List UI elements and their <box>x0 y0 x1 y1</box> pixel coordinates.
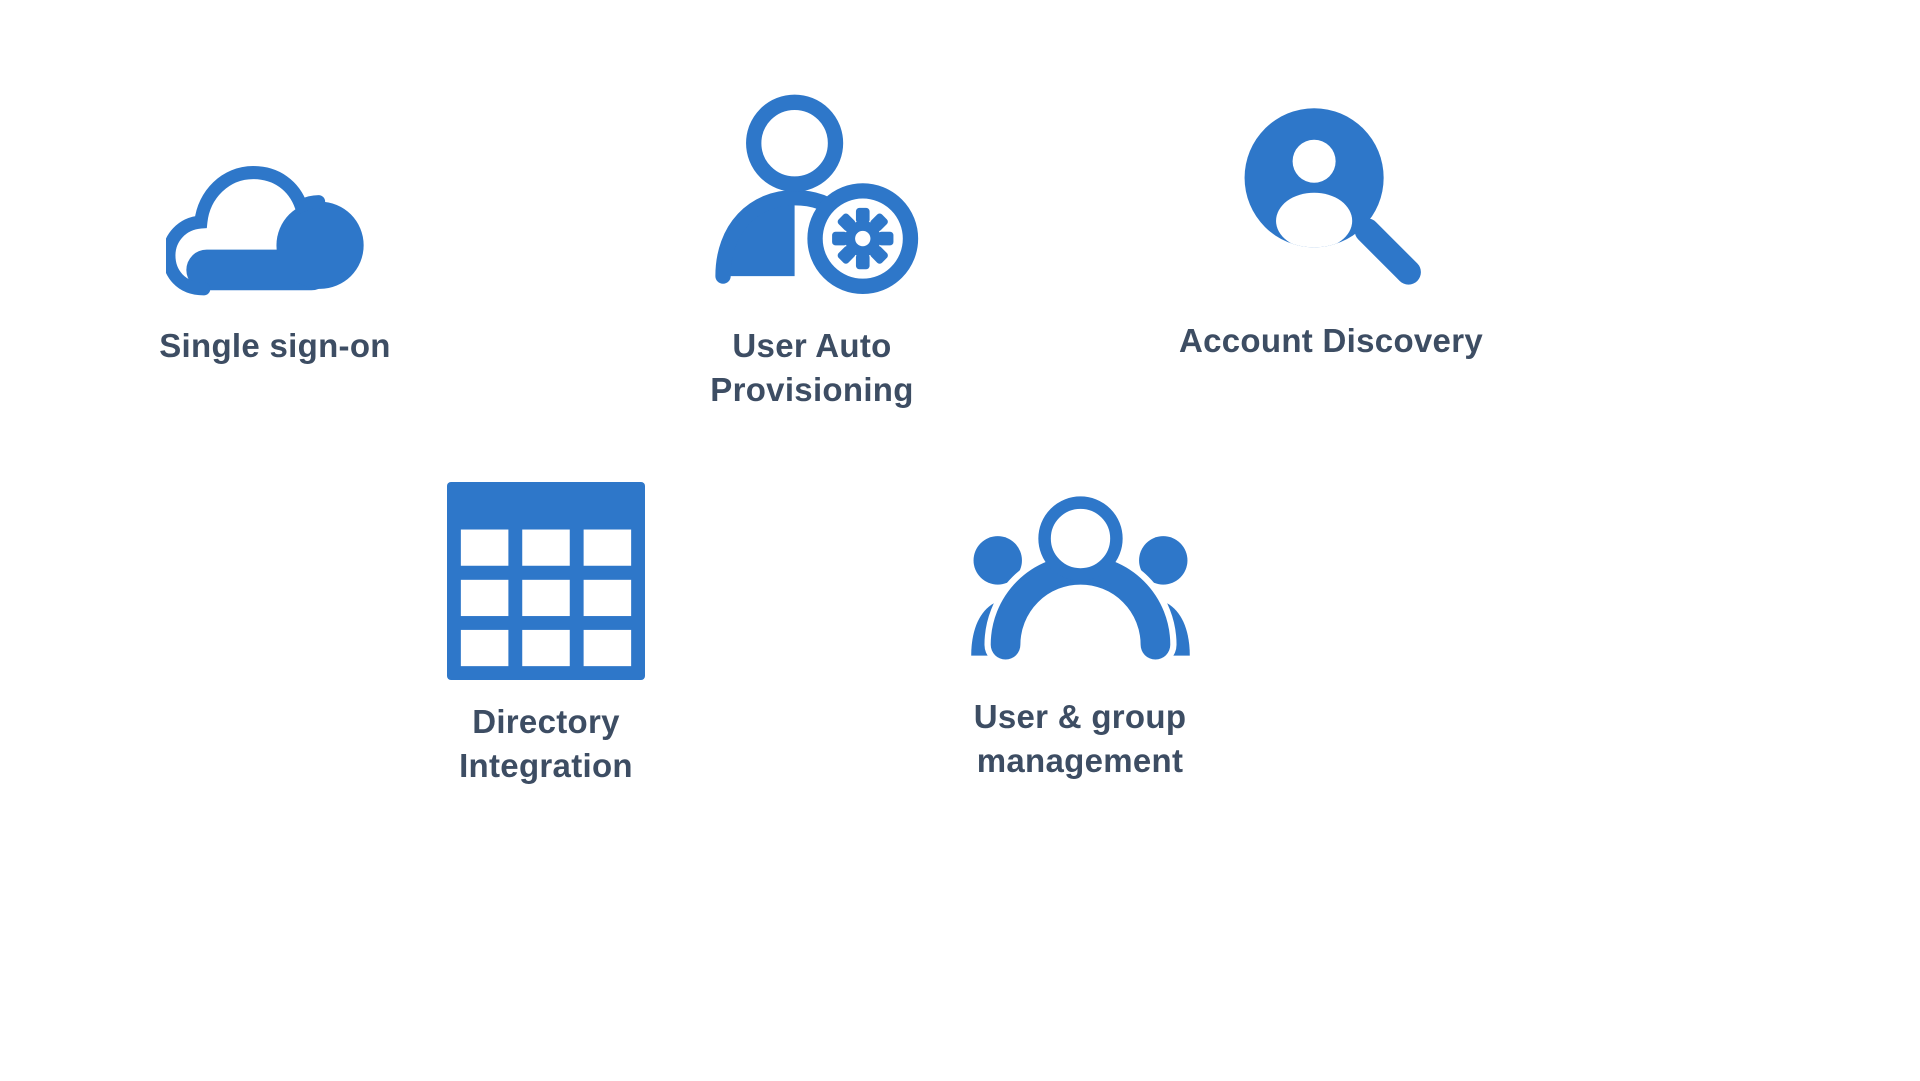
table-grid-icon <box>444 480 648 680</box>
feature-directory-integration: Directory Integration <box>356 480 736 787</box>
magnifier-user-icon <box>1228 95 1435 297</box>
feature-label-line: Provisioning <box>710 370 914 408</box>
cloud-icon <box>166 142 384 302</box>
feature-single-sign-on: Single sign-on <box>85 142 465 368</box>
feature-label: Account Discovery <box>1179 319 1483 363</box>
feature-label-line: Integration <box>459 746 633 784</box>
feature-label: User Auto Provisioning <box>710 324 913 411</box>
user-gear-icon <box>706 92 919 300</box>
feature-label: User & group management <box>974 695 1187 782</box>
feature-user-group-management: User & group management <box>890 487 1270 782</box>
feature-label-line: User Auto <box>732 327 892 364</box>
feature-label-line: management <box>976 741 1184 779</box>
people-group-icon <box>970 487 1190 665</box>
feature-label-line: User & group <box>973 698 1187 735</box>
feature-label-line: Account Discovery <box>1178 322 1484 359</box>
feature-label-line: Directory <box>472 703 620 740</box>
feature-label: Directory Integration <box>459 700 633 787</box>
feature-account-discovery: Account Discovery <box>1141 95 1521 363</box>
feature-user-auto-provisioning: User Auto Provisioning <box>622 92 1002 411</box>
feature-label-line: Single sign-on <box>159 327 391 364</box>
feature-label: Single sign-on <box>159 324 391 368</box>
